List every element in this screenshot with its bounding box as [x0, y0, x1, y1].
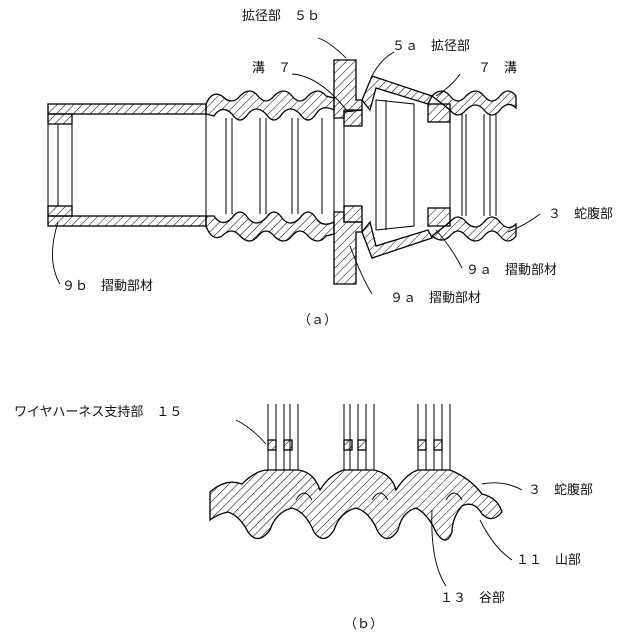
label-groove-left: 溝 ７ [252, 61, 291, 76]
bellows-wall-b [210, 470, 502, 540]
bellows-right [428, 91, 516, 241]
label-wire-support: ワイヤハーネス支持部 １５ [14, 405, 182, 420]
leaders-a [52, 38, 540, 294]
label-enlarged-5b: 拡径部 ５ｂ [242, 9, 320, 24]
label-crest: １１ 山部 [516, 553, 581, 568]
flange-5b [334, 60, 362, 284]
label-slide-9b: ９ｂ 摺動部材 [62, 279, 153, 294]
bellows-left [206, 91, 334, 241]
label-bellows-a: ３ 蛇腹部 [548, 206, 613, 222]
tube-body [48, 104, 206, 226]
slide-member-9b-bottom [48, 206, 72, 216]
caption-b: （ｂ） [344, 617, 383, 632]
figure-b: ワイヤハーネス支持部 １５ ３ 蛇腹部 １１ 山部 １３ 谷部 （ｂ） [14, 404, 593, 632]
label-slide-9a-right: ９ａ 摺動部材 [466, 263, 557, 278]
slide-member-9b-top [48, 114, 72, 124]
figure-a: 拡径部 ５ｂ ５ａ 拡径部 溝 ７ ７ 溝 ３ 蛇腹部 ９ａ 摺動部材 ９ａ 摺… [48, 9, 613, 328]
caption-a: （ａ） [298, 313, 337, 328]
label-valley: １３ 谷部 [440, 591, 505, 606]
label-enlarged-5a: ５ａ 拡径部 [392, 39, 470, 54]
label-bellows-b: ３ 蛇腹部 [528, 482, 593, 498]
wire-harness-support [268, 404, 450, 470]
label-groove-right: ７ 溝 [478, 61, 517, 76]
label-slide-9a-bottom: ９ａ 摺動部材 [390, 291, 481, 306]
cone-5a [362, 76, 432, 258]
